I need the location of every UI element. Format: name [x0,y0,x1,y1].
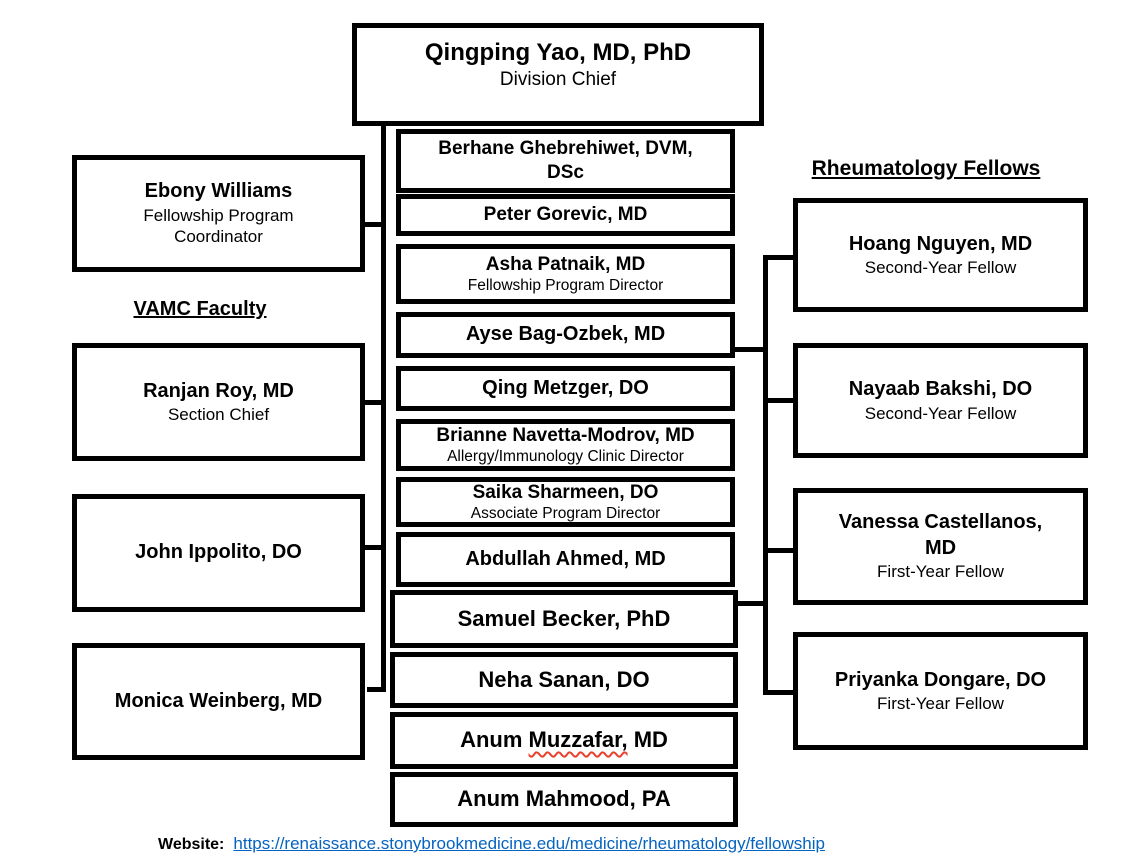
org-box-ebony-williams: Ebony Williams Fellowship Program Coordi… [72,155,365,272]
person-name: John Ippolito, DO [135,541,302,564]
org-box-berhane-ghebrehiwet: Berhane Ghebrehiwet, DVM, DSc [396,129,735,193]
person-name: Peter Gorevic, MD [483,203,648,225]
person-name: Berhane Ghebrehiwet, DVM, DSc [438,137,693,183]
person-name: Qing Metzger, DO [482,376,649,399]
person-name: Abdullah Ahmed, MD [465,547,666,570]
website-link[interactable]: https://renaissance.stonybrookmedicine.e… [233,834,825,853]
name-part-spellcheck-underline: Muzzafar, [528,727,628,753]
person-name: Saika Sharmeen, DO [472,481,659,503]
org-box-john-ippolito: John Ippolito, DO [72,494,365,612]
website-label: Website: [158,836,225,853]
person-name: Anum Mahmood, PA [457,786,671,812]
org-box-peter-gorevic: Peter Gorevic, MD [396,194,735,236]
name-part: Anum [460,727,529,753]
person-name: Anum Muzzafar, MD [460,726,668,755]
person-name: Neha Sanan, DO [478,666,650,692]
person-role: Second-Year Fellow [864,258,1017,278]
org-box-samuel-becker: Samuel Becker, PhD [390,590,738,648]
org-box-brianne-navetta-modrov: Brianne Navetta-Modrov, MD Allergy/Immun… [396,419,735,471]
connector-vanessa [766,548,793,553]
person-name: Priyanka Dongare, DO [834,668,1047,691]
connector-becker-to-fellows [733,601,765,606]
left-trunk-line [381,123,386,692]
connector-monica [367,687,383,692]
person-name: Vanessa Castellanos, MD [838,511,1043,559]
org-box-asha-patnaik: Asha Patnaik, MD Fellowship Program Dire… [396,244,735,304]
person-role: Fellowship Program Coordinator [143,206,294,247]
org-box-qing-metzger: Qing Metzger, DO [396,366,735,411]
org-box-division-chief: Qingping Yao, MD, PhD Division Chief [352,23,764,126]
heading-vamc-faculty: VAMC Faculty [133,298,267,320]
org-box-hoang-nguyen: Hoang Nguyen, MD Second-Year Fellow [793,198,1088,312]
person-role: Allergy/Immunology Clinic Director [447,448,684,466]
org-box-ranjan-roy: Ranjan Roy, MD Section Chief [72,343,365,461]
person-name: Ebony Williams [144,180,293,203]
person-name: Monica Weinberg, MD [114,689,323,712]
person-role: Fellowship Program Director [467,277,664,295]
org-box-saika-sharmeen: Saika Sharmeen, DO Associate Program Dir… [396,477,735,527]
connector-nayaab [766,398,793,403]
org-box-anum-muzzafar: Anum Muzzafar, MD [390,712,738,769]
website-line: Website: https://renaissance.stonybrookm… [158,834,825,854]
right-trunk-line [763,255,768,695]
person-name: Ranjan Roy, MD [143,379,294,402]
org-box-vanessa-castellanos: Vanessa Castellanos, MD First-Year Fello… [793,488,1088,605]
connector-john [363,545,383,550]
connector-ayse-to-fellows [733,347,765,352]
person-role: Second-Year Fellow [864,403,1017,423]
connector-hoang [766,255,793,260]
person-name: Asha Patnaik, MD [485,253,646,275]
person-role: Division Chief [499,68,617,90]
connector-priyanka [766,690,793,695]
person-name: Hoang Nguyen, MD [848,232,1033,255]
org-box-monica-weinberg: Monica Weinberg, MD [72,643,365,760]
connector-ebony [363,222,383,227]
person-name: Brianne Navetta-Modrov, MD [436,424,695,446]
person-role: First-Year Fellow [877,694,1004,714]
org-box-neha-sanan: Neha Sanan, DO [390,652,738,708]
org-box-ayse-bag-ozbek: Ayse Bag-Ozbek, MD [396,312,735,358]
person-name: Samuel Becker, PhD [457,605,671,631]
org-box-abdullah-ahmed: Abdullah Ahmed, MD [396,532,735,587]
org-box-anum-mahmood: Anum Mahmood, PA [390,772,738,827]
person-name: Nayaab Bakshi, DO [848,378,1033,401]
heading-rheumatology-fellows: Rheumatology Fellows [811,157,1041,180]
person-name: Qingping Yao, MD, PhD [424,39,692,66]
person-name: Ayse Bag-Ozbek, MD [465,323,666,346]
connector-ranjan [363,400,383,405]
person-role: Associate Program Director [470,505,661,523]
org-box-priyanka-dongare: Priyanka Dongare, DO First-Year Fellow [793,632,1088,750]
name-part: MD [627,727,668,753]
person-role: Section Chief [167,405,270,425]
org-box-nayaab-bakshi: Nayaab Bakshi, DO Second-Year Fellow [793,343,1088,458]
person-role: First-Year Fellow [877,562,1004,582]
